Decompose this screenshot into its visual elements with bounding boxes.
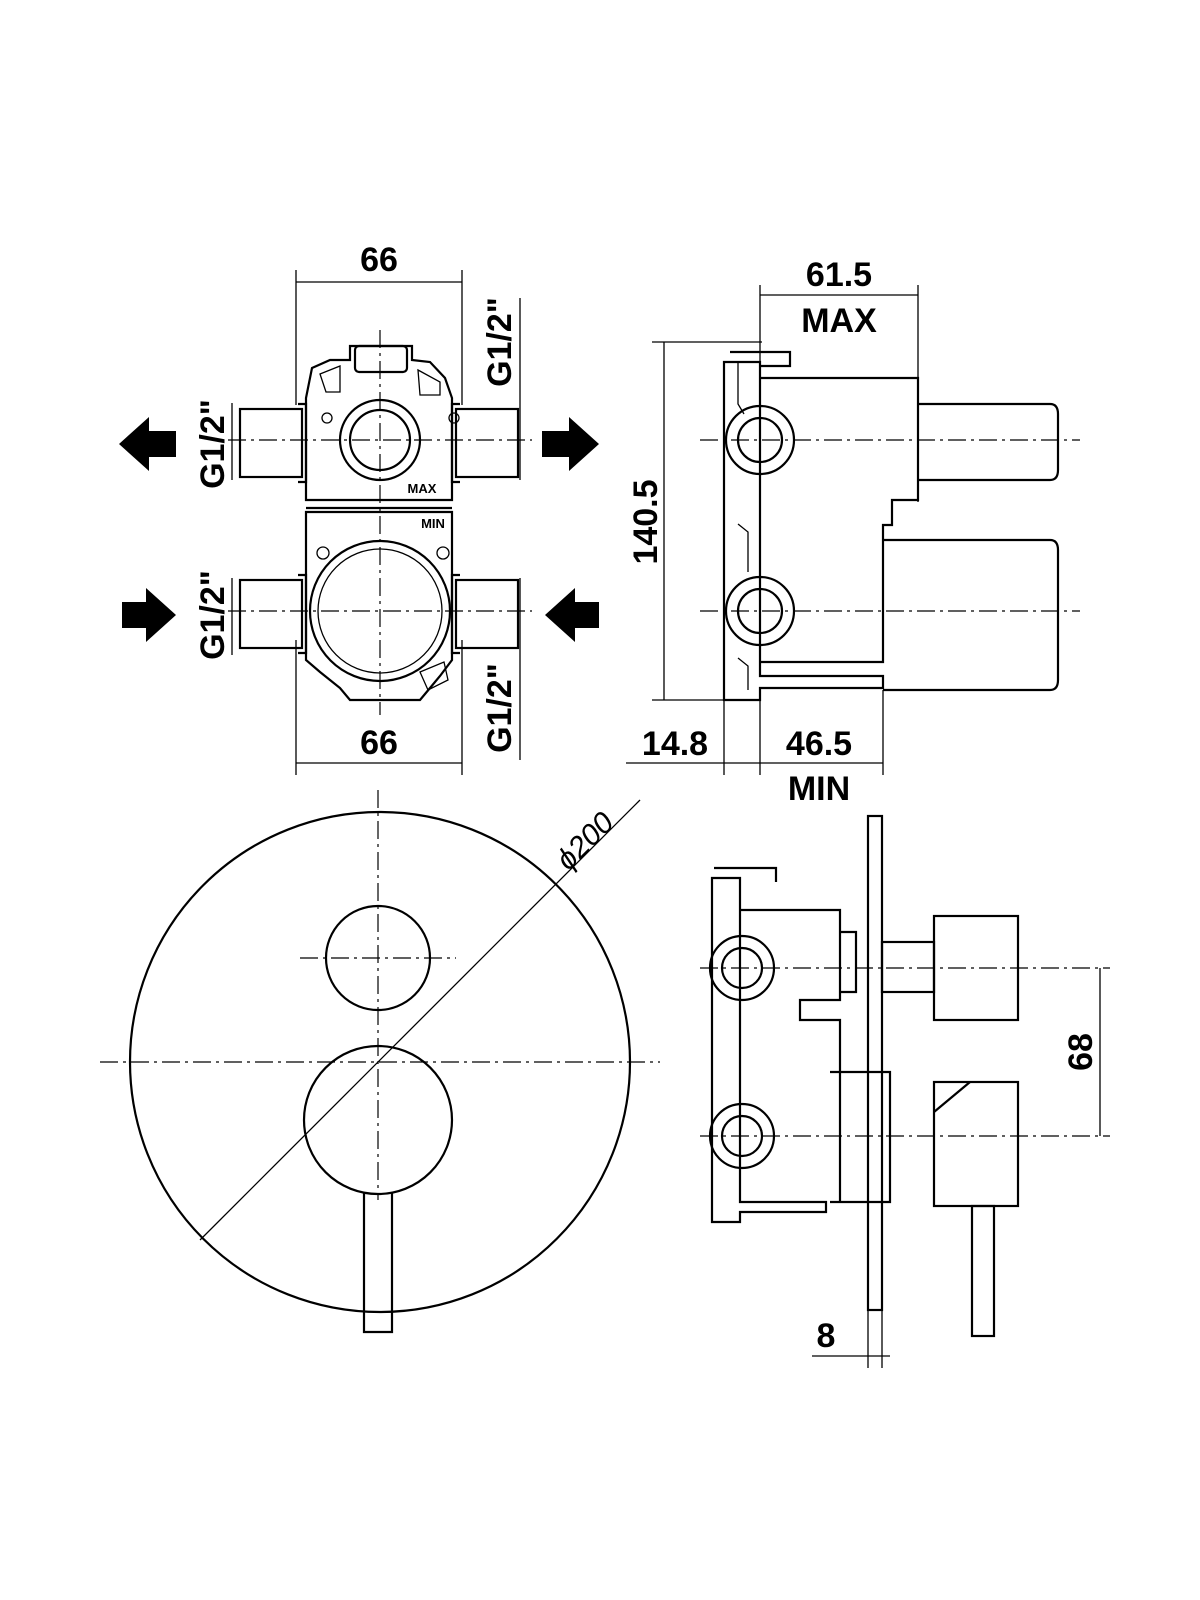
assembly-lever (970, 1204, 996, 1338)
dim-assembly-8: 8 (817, 1317, 836, 1355)
dim-side-max-note: MAX (801, 302, 877, 340)
top-nut (353, 344, 409, 374)
valve-body-upper (304, 344, 454, 502)
arrow-inlet-left-icon (122, 588, 176, 642)
assembly-diverter-knob (932, 914, 1020, 1022)
body-detail (419, 661, 449, 691)
arrow-inlet-right-icon (545, 588, 599, 642)
pipe-left-lower (238, 578, 304, 650)
pipe-flange (298, 573, 308, 655)
marker-max: MAX (408, 481, 437, 496)
assembly-body-front (740, 908, 842, 1202)
lever-handle (362, 1192, 394, 1334)
assembly-cartridge (830, 1070, 892, 1204)
side-stem-lower (883, 538, 1060, 692)
screw (448, 412, 460, 424)
diameter-line (199, 799, 641, 1241)
side-view: 61.5 MAX 140.5 14.8 46.5 MIN (626, 256, 1080, 808)
pipe-left-upper (238, 407, 304, 479)
assembly-diverter-stem (880, 940, 936, 994)
pipe-flange (450, 573, 460, 655)
dim-side-61-5: 61.5 (806, 256, 872, 294)
dim-bottom-66: 66 (360, 724, 398, 762)
assembly-top-nut (714, 866, 778, 882)
side-detail (737, 362, 745, 415)
arrow-outlet-left-icon (119, 417, 176, 471)
pipe-right-lower (454, 578, 520, 650)
assembly-handle-bevel (933, 1081, 971, 1113)
dim-side-min-note: MIN (788, 770, 850, 808)
side-stem-upper (918, 402, 1060, 482)
label-g12-lower-right: G1/2" (481, 663, 519, 753)
side-detail (737, 657, 749, 690)
dim-side-140-5: 140.5 (627, 479, 665, 564)
screw (321, 412, 333, 424)
plate-view: ϕ200 (100, 790, 660, 1334)
pipe-right-upper (454, 407, 520, 479)
label-g12-upper-right: G1/2" (481, 297, 519, 387)
label-g12-lower-left: G1/2" (194, 570, 232, 660)
body-detail (319, 365, 341, 393)
arrow-outlet-right-icon (542, 417, 599, 471)
dim-diameter-200: ϕ200 (550, 806, 621, 877)
assembly-cover-plate (866, 814, 884, 1312)
dim-side-46-5: 46.5 (786, 725, 852, 763)
screw (316, 546, 330, 560)
assembly-view: 68 8 (700, 814, 1110, 1368)
pipe-flange (298, 402, 308, 484)
dim-assembly-68: 68 (1062, 1033, 1100, 1071)
dim-top-66: 66 (360, 241, 398, 279)
pipe-flange (450, 402, 460, 484)
front-view: 66 66 (119, 241, 599, 775)
body-detail (417, 368, 441, 396)
side-body-back (722, 360, 885, 702)
assembly-body-back (710, 876, 828, 1224)
marker-min: MIN (421, 516, 445, 531)
screw (436, 546, 450, 560)
dim-side-14-8: 14.8 (642, 725, 708, 763)
side-top-nut (730, 350, 792, 368)
side-detail (737, 523, 749, 572)
label-g12-upper-left: G1/2" (194, 399, 232, 489)
side-body-front (760, 376, 920, 664)
assembly-collar (840, 930, 858, 994)
